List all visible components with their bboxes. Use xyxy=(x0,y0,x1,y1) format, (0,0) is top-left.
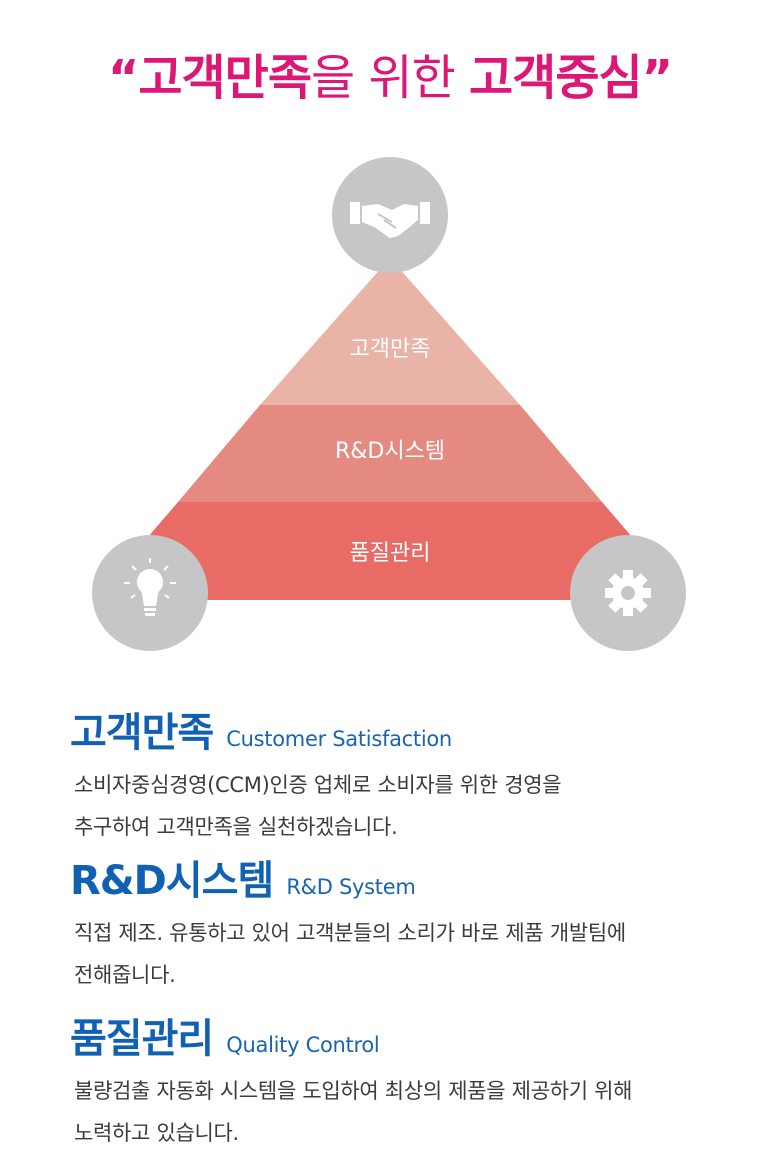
section-description: 직접 제조. 유통하고 있어 고객분들의 소리가 바로 제품 개발팀에 전해줍니… xyxy=(70,912,750,996)
section-title-kr: 고객만족 xyxy=(70,710,214,756)
page-title: “고객만족을 위한 고객중심” xyxy=(0,52,780,105)
section-title-kr: R&D시스템 xyxy=(70,858,274,904)
section-title-en: R&D System xyxy=(286,875,416,899)
handshake-icon xyxy=(332,157,448,273)
section-heading: 고객만족 Customer Satisfaction xyxy=(70,700,750,758)
section-rd-system: R&D시스템 R&D System 직접 제조. 유통하고 있어 고객분들의 소… xyxy=(70,848,750,996)
section-title-en: Customer Satisfaction xyxy=(226,727,452,751)
title-part-for: 을 위한 xyxy=(311,50,469,106)
description-line: 불량검출 자동화 시스템을 도입하여 최상의 제품을 제공하기 위해 xyxy=(74,1079,633,1103)
gear-icon xyxy=(570,535,686,651)
section-heading: R&D시스템 R&D System xyxy=(70,848,750,906)
description-line: 추구하여 고객만족을 실천하겠습니다. xyxy=(74,815,398,839)
lightbulb-icon xyxy=(92,535,208,651)
section-customer-satisfaction: 고객만족 Customer Satisfaction 소비자중심경영(CCM)인… xyxy=(70,700,750,848)
layer-label-quality-control: 품질관리 xyxy=(350,541,431,566)
section-description: 불량검출 자동화 시스템을 도입하여 최상의 제품을 제공하기 위해 노력하고 … xyxy=(70,1070,750,1154)
title-open-quote: “ xyxy=(107,50,140,106)
section-heading: 품질관리 Quality Control xyxy=(70,1006,750,1064)
description-line: 노력하고 있습니다. xyxy=(74,1121,239,1145)
pyramid-diagram: 고객만족 R&D시스템 품질관리 xyxy=(92,157,686,651)
section-quality-control: 품질관리 Quality Control 불량검출 자동화 시스템을 도입하여 … xyxy=(70,1006,750,1154)
layer-label-rd-system: R&D시스템 xyxy=(335,439,445,464)
layer-top-band xyxy=(260,258,520,405)
description-line: 소비자중심경영(CCM)인증 업체로 소비자를 위한 경영을 xyxy=(74,773,562,797)
title-part-customer-centered: 고객중심 xyxy=(469,50,643,106)
description-line: 직접 제조. 유통하고 있어 고객분들의 소리가 바로 제품 개발팀에 xyxy=(74,921,626,945)
section-title-kr: 품질관리 xyxy=(70,1016,214,1062)
title-close-quote: ” xyxy=(641,50,674,106)
description-line: 전해줍니다. xyxy=(74,963,176,987)
layer-bottom-band xyxy=(94,502,686,600)
layer-label-customer-satisfaction: 고객만족 xyxy=(350,337,431,362)
section-description: 소비자중심경영(CCM)인증 업체로 소비자를 위한 경영을 추구하여 고객만족… xyxy=(70,764,750,848)
layer-middle-band xyxy=(178,405,602,502)
section-title-en: Quality Control xyxy=(226,1033,380,1057)
title-part-customer-satisfaction: 고객만족 xyxy=(138,50,312,106)
